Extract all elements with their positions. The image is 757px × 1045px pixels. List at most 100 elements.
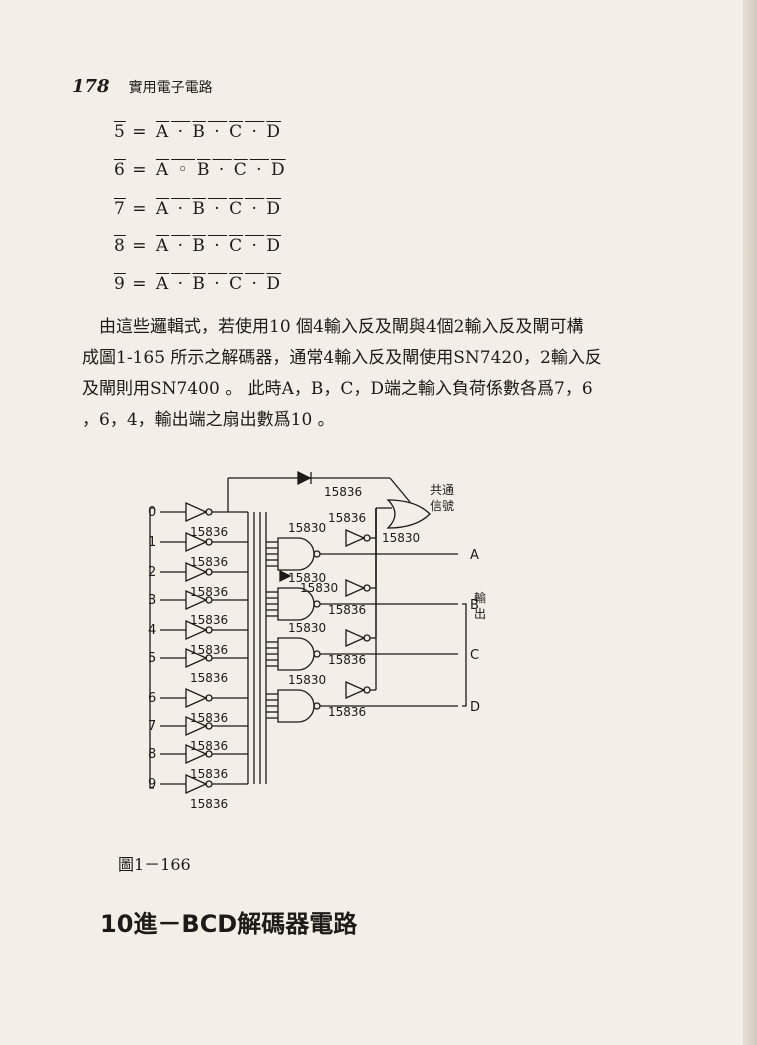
equation-7: 7 = A · B · C · D [114, 199, 283, 219]
equation-lhs: 7 [114, 199, 126, 219]
inverter-symbol [185, 531, 208, 553]
inverter-symbol [185, 501, 208, 523]
inverter-label: 15836 [190, 613, 228, 627]
equation-term: D [266, 274, 281, 294]
gate-bubble [313, 550, 321, 558]
inverter-symbol [185, 619, 208, 641]
nand-gate [277, 637, 315, 671]
inverter-label: 15836 [190, 767, 228, 781]
output-label: C [470, 648, 479, 663]
output-label: A [470, 548, 479, 563]
diode-symbol [297, 470, 312, 486]
equation-term: A [155, 160, 170, 180]
equation-term: B [192, 199, 206, 219]
equation-operator: · [207, 236, 228, 256]
equation-term: B [192, 236, 206, 256]
inverter-label: 15836 [328, 705, 366, 719]
equation-term: C [229, 236, 244, 256]
equation-term: C [229, 199, 244, 219]
inverter-label: 15836 [190, 739, 228, 753]
equation-operator: · [245, 122, 265, 142]
equation-term: B [192, 274, 206, 294]
equation-term: D [266, 236, 281, 256]
inverter-symbol [185, 687, 208, 709]
inverter-label: 15836 [190, 797, 228, 811]
equation-lhs: 8 [114, 236, 126, 256]
inverter-symbol [345, 628, 366, 648]
equation-operator: · [171, 274, 191, 294]
inverter-label: 15836 [190, 555, 228, 569]
equation-term: A [155, 236, 170, 256]
running-header: 178 實用電子電路 [72, 76, 213, 97]
inverter-symbol [345, 578, 366, 598]
equation-9: 9 = A · B · C · D [114, 274, 281, 294]
output-label: B [470, 598, 479, 613]
input-bracket [149, 507, 154, 789]
inverter-symbol [185, 561, 208, 583]
equation-lhs: 9 [114, 274, 126, 294]
equation-operator: · [171, 199, 191, 219]
inverter-label: 15836 [328, 511, 366, 525]
inverter-label: 15836 [190, 643, 228, 657]
equation-term: A [155, 274, 170, 294]
input-label: 6 [148, 691, 156, 706]
gate-label: 15830 [288, 621, 326, 635]
equation-term: A [155, 122, 170, 142]
equation-operator: · [207, 122, 228, 142]
equation-term: C [229, 122, 244, 142]
nand-gate [277, 689, 315, 723]
equation-operator: · [245, 199, 265, 219]
nand-gate [277, 537, 315, 571]
equation-operator: · [207, 199, 228, 219]
equation-6: 6 = A ◦ B · C · D [114, 160, 288, 180]
equation-operator: · [245, 236, 265, 256]
inverter-label: 15836 [190, 525, 228, 539]
equation-term: B [192, 122, 206, 142]
input-label: 3 [148, 593, 156, 608]
inverter-symbol [345, 680, 366, 700]
output-label: D [470, 700, 480, 715]
output-group-label: 輸 [474, 590, 486, 605]
inverter-label: 15836 [190, 671, 228, 685]
input-label: 1 [148, 535, 156, 550]
input-label: 0 [148, 505, 156, 520]
common-signal-label: 共通 [430, 483, 454, 497]
equation-8: 8 = A · B · C · D [114, 236, 283, 256]
equation-operator: ◦ [171, 160, 196, 180]
equation-rhs: A · B · C · D [154, 199, 283, 219]
inverter-label: 15836 [328, 603, 366, 617]
input-label: 2 [148, 565, 156, 580]
input-label: 9 [148, 777, 156, 792]
equation-term: D [266, 122, 281, 142]
inverter-symbol [185, 647, 208, 669]
common-signal-label: 信號 [430, 499, 454, 513]
section-heading: 10進－BCD解碼器電路 [100, 910, 358, 938]
gate-label: 15830 [288, 673, 326, 687]
equation-rhs: A · B · C · D [154, 122, 283, 142]
gate-label: 15830 [382, 531, 420, 545]
figure-caption: 圖1－166 [118, 855, 191, 874]
inverter-label: 15836 [324, 485, 362, 499]
equation-term: A [155, 199, 170, 219]
output-group-label: 出 [474, 607, 486, 621]
equation-rhs: A ◦ B · C · D [154, 160, 288, 180]
gate-bubble [313, 650, 321, 658]
diode-symbol [279, 569, 292, 583]
input-label: 5 [148, 651, 156, 666]
gate-label: 15830 [288, 521, 326, 535]
equation-operator: · [171, 236, 191, 256]
inverter-label: 15836 [190, 711, 228, 725]
equation-rhs: A · B · C · D [154, 236, 283, 256]
equation-operator: · [207, 274, 228, 294]
equation-term: C [233, 160, 248, 180]
output-bracket [462, 603, 467, 707]
equation-operator: · [171, 122, 191, 142]
equation-term: C [229, 274, 244, 294]
gate-label: 15830 [288, 571, 326, 585]
paragraph-line: 由這些邏輯式，若使用10 個4輸入反及閘與4個2輸入反及閘可構 [82, 317, 584, 337]
inverter-symbol [185, 589, 208, 611]
circuit-diagram: 0158361158362158363158364158365158366158… [126, 470, 486, 811]
page-number: 178 [72, 76, 110, 97]
equation-operator: · [212, 160, 232, 180]
inverter-label: 15836 [190, 585, 228, 599]
